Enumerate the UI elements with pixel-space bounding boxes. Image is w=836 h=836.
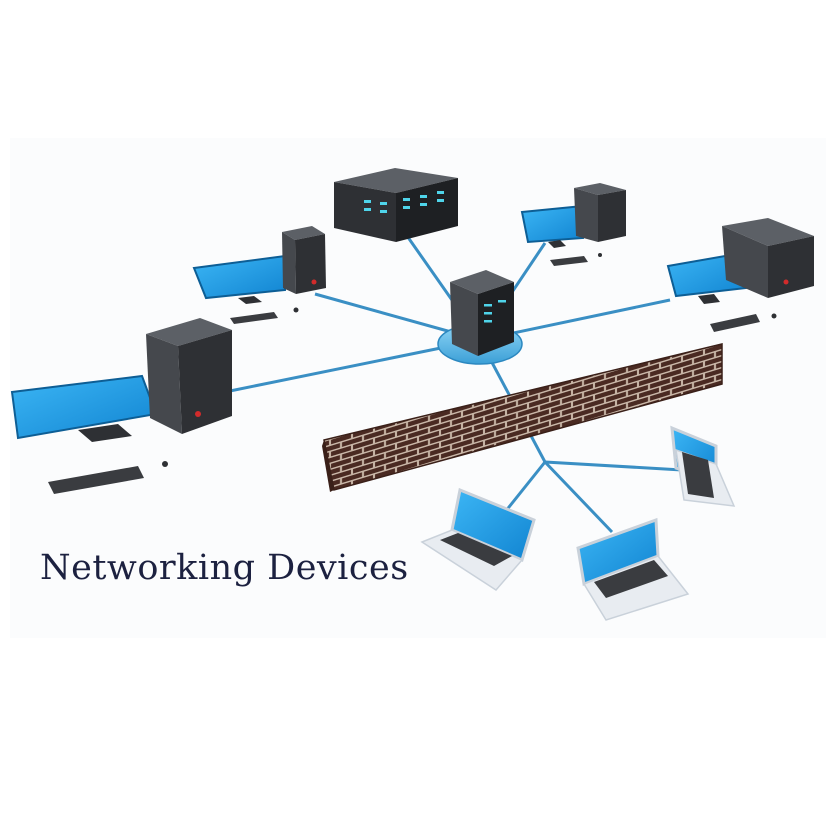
desktop-computer-icon — [666, 218, 814, 332]
cable-to-laptop-left — [503, 461, 547, 513]
server-icon — [437, 270, 523, 365]
desktop-computer-icon — [10, 318, 232, 494]
server-rack-icon — [334, 168, 458, 242]
desktop-computer-icon — [192, 226, 326, 324]
laptop-icon — [670, 425, 736, 507]
brick-wall-icon — [322, 343, 723, 492]
cable-to-desktop-left — [224, 338, 481, 394]
desktop-computer-icon — [520, 183, 626, 266]
laptop-icon — [576, 517, 690, 621]
page-title: Networking Devices — [40, 548, 409, 588]
laptop-icon — [420, 487, 536, 591]
cable-to-laptop-middle — [543, 460, 614, 534]
cable-to-laptop-right — [544, 460, 683, 472]
